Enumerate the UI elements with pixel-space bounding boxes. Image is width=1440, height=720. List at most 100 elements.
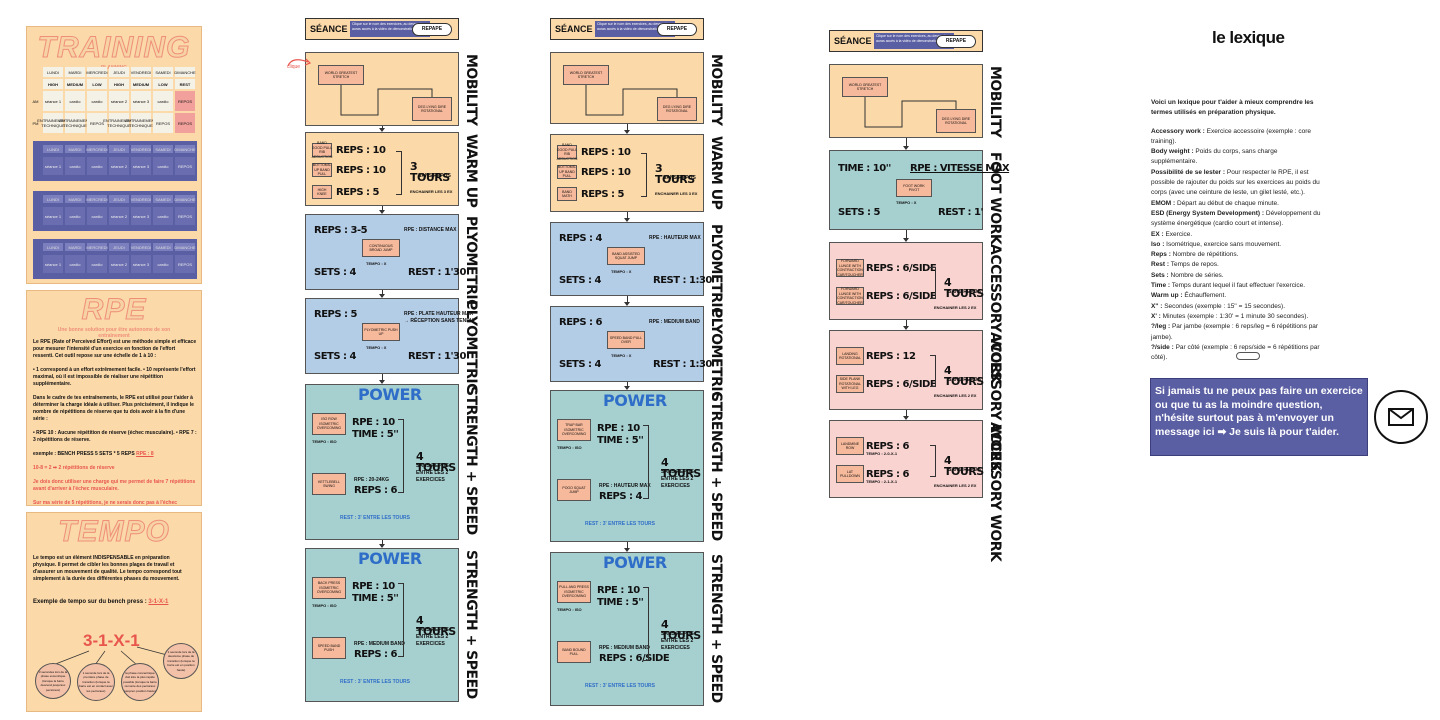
week-session[interactable]: cardio [87,157,107,175]
pm-session[interactable]: REPOS [153,113,173,133]
week-session[interactable]: REPOS [175,157,195,175]
lexique-entry: EX : Exercice. [1151,230,1325,240]
power-exercise-2[interactable]: SPEED BAND PUSH [312,637,346,659]
week-session[interactable]: cardio [87,255,107,273]
warmup-exercise-1[interactable]: BAND GOOD PULL RIB ADDUCTION [556,143,578,161]
week-day-label: JEUDI [109,243,129,251]
pm-session[interactable]: REPOS [175,113,195,133]
am-session[interactable]: cardio [87,91,107,111]
accessory-exercise-1[interactable]: FORWARD LUNGE WITH CONTRACTION 'CAR/TOUC… [836,259,864,277]
week-session[interactable]: cardio [65,207,85,225]
power-exercise-2[interactable]: POGO SQUAT JUMP [557,479,591,501]
mobility-exercise-2[interactable]: DEG LYING DIRE ROTATIONAL [936,109,976,133]
accessory-exercise-2[interactable]: SIDE PLANK ROTATIONAL WITH LEG [836,375,864,393]
lexique-entry: X'' : Secondes (exemple : 15'' = 15 seco… [1151,302,1325,312]
warmup-exercise-2[interactable]: BOTTOMS-UP BAND PULL [312,163,332,177]
week-day-label: VENDREDI [130,243,152,251]
accessory-exercise-1[interactable]: LANDING ROTATIONAL [836,347,864,365]
accessory-exercise-2[interactable]: FORWARD LUNGE WITH CONTRACTION 'CAR/TOUC… [836,287,864,305]
week-session[interactable]: cardio [87,207,107,225]
week-day-label: DIMANCHE [174,145,196,153]
week-session[interactable]: séance 2 [109,157,129,175]
week-session[interactable]: séance 3 [131,207,151,225]
power-exercise-2[interactable]: BAND BOUND PULL [557,641,591,663]
week-session[interactable]: cardio [65,157,85,175]
power-exercise-1[interactable]: TRAP BAR ISOMETRIC OVERCOMING [557,419,591,441]
tempo-bubble-3: la phase concentrique doit être la plus … [121,663,159,701]
mobility-exercise-1[interactable]: WORLD GREATEST STRETCH [563,65,609,85]
warmup-exercise-3[interactable]: HIGH KNEE [312,185,332,199]
plyo-exercise[interactable]: SPEED BAND PULL OVER [607,331,645,349]
mail-button[interactable] [1374,390,1428,444]
week-session[interactable]: séance 1 [43,207,63,225]
mobility-exercise-2[interactable]: DEG LYING DIRE ROTATIONAL [412,97,452,121]
week-session[interactable]: séance 1 [43,157,63,175]
footwork-rpe: RPE : VITESSE MAX [910,163,1010,174]
pm-session[interactable]: ENTRAINEMENT TECHNIQUE [125,113,157,133]
plyo-reps: REPS : 6 [559,317,602,328]
week-session[interactable]: séance 3 [131,157,151,175]
warmup-bracket [641,153,647,197]
week-session[interactable]: cardio [153,157,173,175]
accessory-exercise-2[interactable]: LAT PULLDOWN [836,465,864,483]
lexique-entry: Possibilité de se lester : Pour respecte… [1151,168,1325,199]
am-session[interactable]: séance 3 [131,91,151,111]
power-reps-2: REPS : 6/SIDE [599,653,670,664]
tempo-example-link[interactable]: 3-1-X-1 [148,599,169,605]
pm-session[interactable]: ENTRAINEMENT TECHNIQUE [103,113,135,133]
plyo-exercise[interactable]: BAND ASSISTED SQUAT JUMP [607,247,645,265]
am-session[interactable]: séance 2 [109,91,129,111]
flow-line [906,138,907,146]
mobility-exercise-1[interactable]: WORLD GREATEST STRETCH [318,65,364,85]
rpe-p4: • RPE 10 : Aucune répétition de réserve … [33,430,197,443]
week-session[interactable]: cardio [153,207,173,225]
day-label: VENDREDI [131,67,151,77]
lexique-title: le lexique [1212,28,1285,47]
week-session[interactable]: séance 2 [109,207,129,225]
tempo-p1: Le tempo est un élément INDISPENSABLE en… [33,555,182,582]
week-session[interactable]: séance 1 [43,255,63,273]
lexique-term: EMOM : [1151,199,1176,207]
power-exercise-1[interactable]: ISO ROW ISOMETRIC OVERCOMING [312,413,346,435]
mobility-exercise-2[interactable]: DEG LYING DIRE ROTATIONAL [657,97,697,121]
accessory-exercise-1[interactable]: LANDMINE ROW [836,437,864,455]
week-session[interactable]: cardio [65,255,85,273]
week-session[interactable]: REPOS [175,207,195,225]
rpe-title: RPE [81,293,147,327]
accessory-tempo-1: TEMPO : 2-0-X-1 [866,451,898,456]
power-exercise-1[interactable]: BACK PRESS ISOMETRIC OVERCOMING [312,577,346,599]
warmup-exercise-1[interactable]: BAND GOOD PULL RIB ADDUCTION [311,141,333,159]
pm-session[interactable]: ENTRAINEMENT TECHNIQUE [59,113,91,133]
am-session[interactable]: séance 1 [43,91,63,111]
am-session[interactable]: cardio [153,91,173,111]
rpe-example-link[interactable]: RPE : 8 [136,451,154,457]
warmup-exercise-3[interactable]: BAND MATH [557,187,577,201]
am-session[interactable]: cardio [65,91,85,111]
warmup-exercise-2[interactable]: BOTTOMS-UP BAND PULL [557,165,577,179]
footwork-exercise[interactable]: FOOT WORK PIVOT [896,179,932,197]
pm-session[interactable]: ENTRAINEMENT TECHNIQUE [37,113,69,133]
pm-session[interactable]: REPOS [87,113,107,133]
week-session[interactable]: REPOS [175,255,195,273]
mobility-connector [585,85,678,116]
week-session[interactable]: séance 2 [109,255,129,273]
plyo-sets: SETS : 4 [314,267,356,278]
week-session[interactable]: séance 3 [131,255,151,273]
day-label: JEUDI [109,67,129,77]
plyo-exercise[interactable]: PLYOMETRIC PUSH UP [362,323,400,341]
plyo-exercise[interactable]: CONTINUOUS BROAD JUMP [362,239,400,257]
power-exercise-1[interactable]: PULL AND PRESS ISOMETRIC OVERCOMING [557,581,591,603]
power-exercise-2[interactable]: KETTLEBELL SWING [312,473,346,495]
am-session[interactable]: REPOS [175,91,195,111]
mobility-exercise-1[interactable]: WORLD GREATEST STRETCH [842,77,888,97]
week-session[interactable]: cardio [153,255,173,273]
mobility-label: MOBILITY [987,66,1003,138]
